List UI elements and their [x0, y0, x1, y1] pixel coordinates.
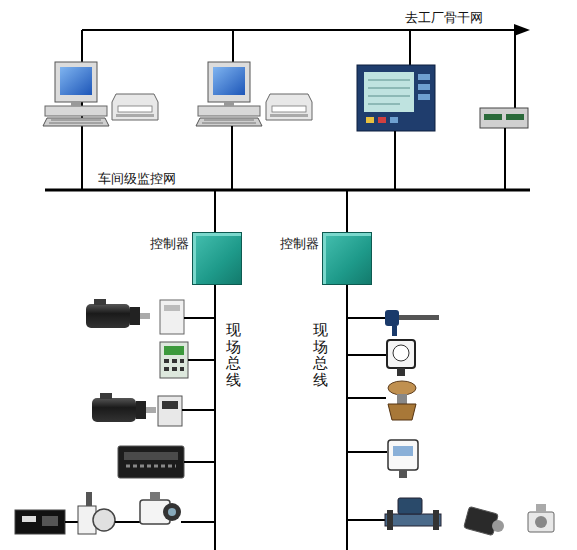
controller-label: 控制器 — [280, 235, 319, 253]
bus-label: 现场总线 — [313, 322, 328, 388]
network-label: 车间级监控网 — [98, 170, 176, 188]
controller-box: 控制器 — [322, 232, 372, 285]
controller-label: 控制器 — [150, 235, 189, 253]
bus-connector — [215, 190, 347, 232]
controller-box: 控制器 — [192, 232, 242, 285]
network-label: 去工厂骨干网 — [405, 9, 483, 27]
bus-label: 现场总线 — [226, 322, 241, 388]
